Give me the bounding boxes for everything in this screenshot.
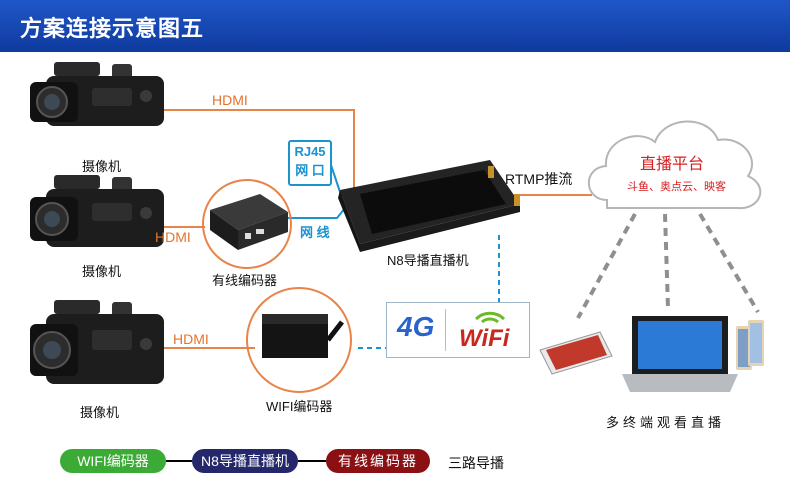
- wired-encoder-label: 有线编码器: [212, 273, 278, 288]
- wifi-encoder-icon: [246, 287, 352, 393]
- viewers-label: 多终端观看直播: [606, 415, 726, 430]
- page-title: 方案连接示意图五: [20, 16, 205, 41]
- rtmp-label: RTMP推流: [505, 171, 573, 187]
- wifi-badge: WiFi: [459, 325, 510, 352]
- hdmi-lines: [145, 109, 592, 349]
- hdmi-label-bottom: HDMI: [173, 331, 209, 347]
- legend-n8-device: N8导播直播机: [192, 449, 298, 473]
- camera-label-3: 摄像机: [80, 405, 120, 420]
- rj45-port-box: RJ45 网 口: [288, 140, 332, 186]
- network-cable-line: [288, 207, 346, 219]
- rj45-label: RJ45: [294, 144, 326, 159]
- 4g-badge: 4G: [397, 311, 435, 342]
- wifi-encoder-label: WIFI编码器: [266, 399, 333, 414]
- camera-icon-1: [30, 62, 164, 126]
- camera-icon-2: [30, 175, 164, 247]
- camera-label-2: 摄像机: [82, 264, 122, 279]
- camera-icon-3: [30, 300, 164, 384]
- header-bar: 方案连接示意图五: [0, 0, 790, 52]
- network-badge-box: 4G WiFi: [386, 302, 530, 358]
- camera-label-1: 摄像机: [82, 159, 122, 174]
- network-cable-label: 网 线: [300, 225, 330, 240]
- n8-device-icon: [338, 160, 520, 252]
- laptop-icon: [622, 316, 738, 392]
- tablet-icon: [539, 331, 613, 375]
- rj45-port-label: 网 口: [295, 163, 325, 178]
- hdmi-label-top: HDMI: [212, 92, 248, 108]
- legend-wired-encoder: 有线编码器: [326, 449, 430, 473]
- wifi-signal-icon: [474, 311, 506, 324]
- phone-icon: [736, 320, 764, 370]
- cloud-subtitle: 斗鱼、奥点云、映客: [627, 181, 726, 193]
- n8-device-label: N8导播直播机: [387, 253, 469, 268]
- viewer-dashed-lines: [576, 212, 760, 319]
- hdmi-line-top: [150, 109, 355, 196]
- cloud-icon: [587, 120, 762, 210]
- legend-wifi-encoder: WIFI编码器: [60, 449, 166, 473]
- wired-encoder-icon: [202, 179, 292, 269]
- hdmi-label-middle: HDMI: [155, 229, 191, 245]
- cloud-title: 直播平台: [640, 156, 705, 173]
- legend-caption: 三路导播: [448, 455, 504, 471]
- badge-divider: [445, 309, 446, 351]
